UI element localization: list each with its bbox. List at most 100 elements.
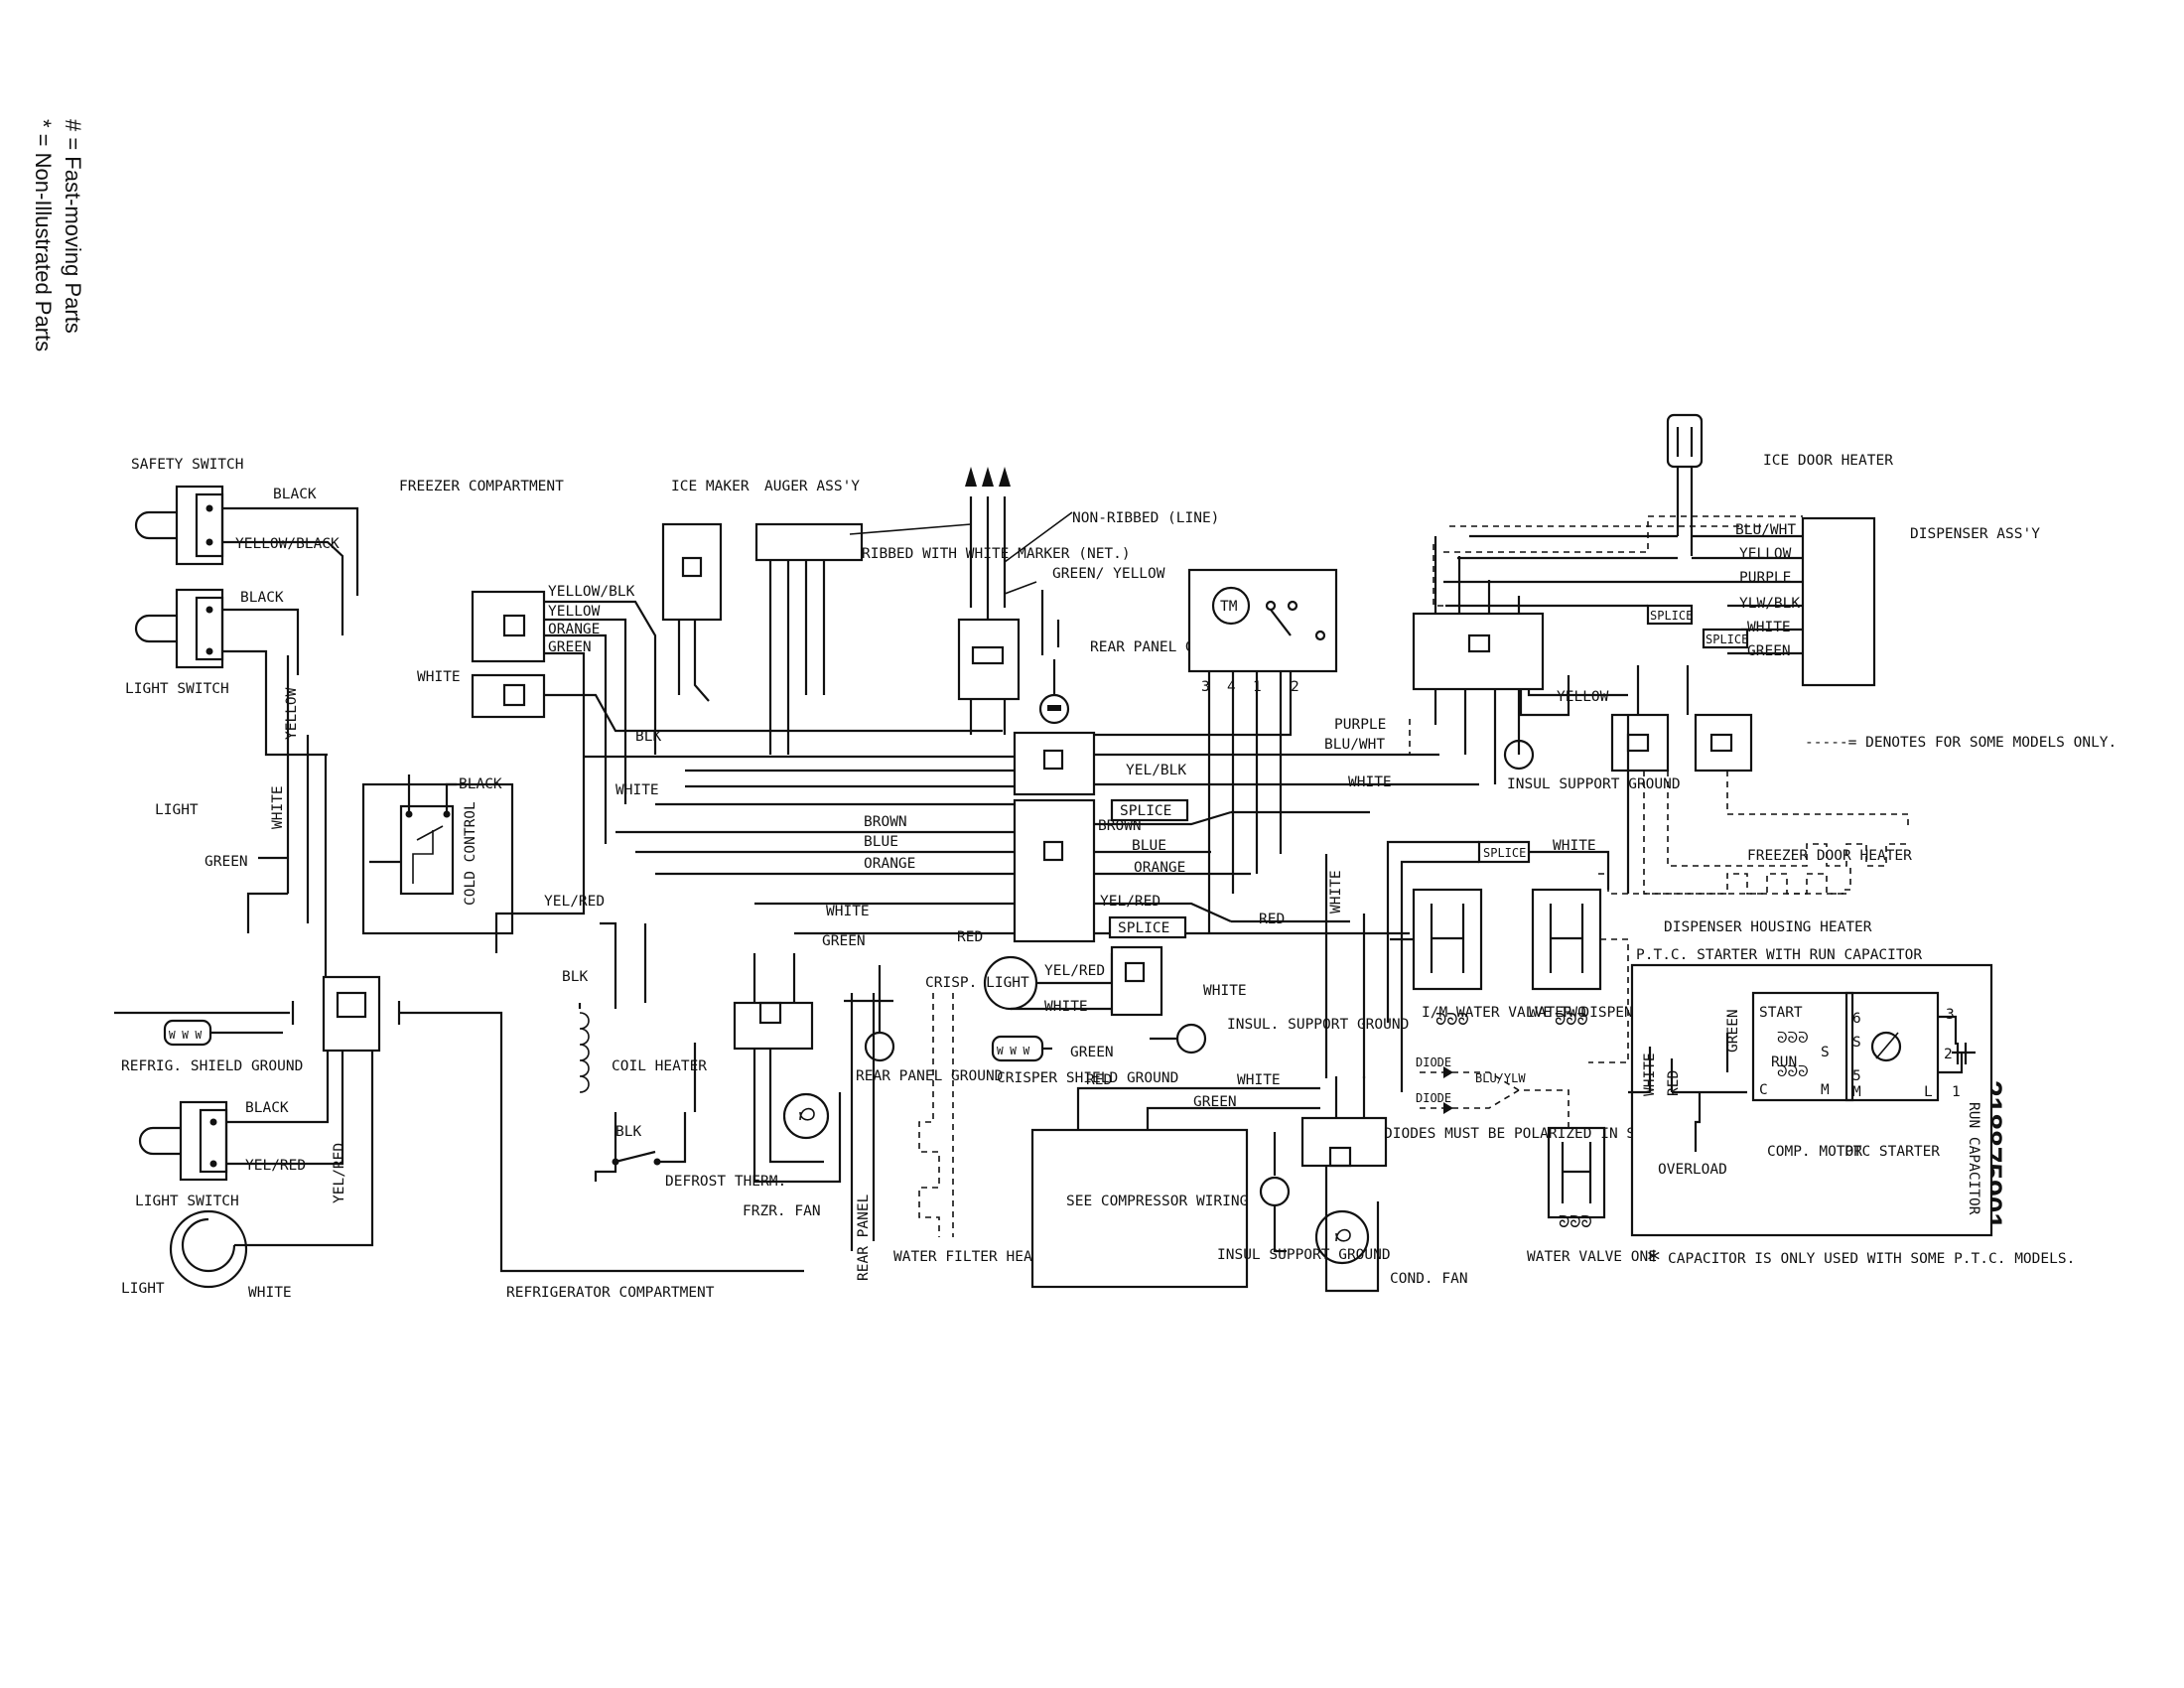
left-wiring — [222, 506, 374, 1247]
legend-non-illustrated: * = Non-Illustrated Parts — [31, 119, 56, 352]
freezer-plug — [471, 590, 1003, 953]
condenser-fan — [1300, 854, 1388, 1293]
label-brown-2: BROWN — [1098, 818, 1142, 834]
label-green-yellow: GREEN/ YELLOW — [1052, 566, 1165, 582]
dispenser-wiring — [1443, 515, 1803, 735]
ptc-starter-panel: ᘐᘐᘐ ᘐᘐᘐ — [1628, 963, 1993, 1237]
label-see-compressor-wiring: SEE COMPRESSOR WIRING — [1066, 1194, 1248, 1209]
label-s-2: S — [1852, 1035, 1861, 1051]
label-l: L — [1924, 1084, 1933, 1100]
label-overload: OVERLOAD — [1658, 1162, 1727, 1178]
rear-panel — [844, 965, 895, 1251]
svg-text:ᘐᘐᘐ: ᘐᘐᘐ — [1435, 1010, 1469, 1029]
label-diode-1: DIODE — [1416, 1055, 1451, 1069]
label-timer-pin-4: 4 — [1227, 679, 1236, 695]
label-light-1: LIGHT — [155, 802, 199, 818]
label-yellow-vertical: YELLOW — [284, 687, 300, 740]
label-pin-5: 5 — [1852, 1068, 1861, 1084]
splice-2 — [1108, 915, 1187, 939]
left-connector — [114, 975, 804, 1273]
label-coil-heater: COIL HEATER — [612, 1058, 707, 1074]
label-m-1: M — [1821, 1082, 1830, 1098]
label-tm: TM — [1220, 599, 1238, 615]
label-refrig-shield-ground-1: REFRIG. SHIELD GROUND — [121, 1058, 303, 1074]
label-blk-1: BLK — [635, 729, 661, 745]
label-im-water-valve-two: I/M WATER VALVE TWO — [1422, 1005, 1586, 1021]
label-water-valve-one: WATER VALVE ONE — [1527, 1249, 1657, 1265]
label-blk-2: BLK — [562, 969, 588, 985]
label-black-3: BLACK — [459, 776, 502, 792]
compressor-box — [1030, 1086, 1320, 1289]
label-ptc-starter: PTC STARTER — [1844, 1144, 1940, 1160]
label-timer-pin-2: 2 — [1291, 679, 1299, 695]
label-cond-fan: COND. FAN — [1390, 1271, 1468, 1287]
label-yel-red-4: YEL/RED — [1044, 963, 1105, 979]
label-ptc-title: P.T.C. STARTER WITH RUN CAPACITOR — [1636, 947, 1922, 963]
label-dispenser-assy: DISPENSER ASS'Y — [1910, 526, 2040, 542]
label-rear-panel: REAR PANEL — [856, 1194, 872, 1281]
label-white-1: WHITE — [417, 669, 461, 685]
label-ribbed: RIBBED WITH WHITE MARKER (NET.) — [862, 546, 1131, 562]
svg-text:ᘐᘐᘐ: ᘐᘐᘐ — [1777, 1029, 1809, 1047]
label-pin-2: 2 — [1944, 1047, 1953, 1062]
ice-maker — [661, 522, 723, 702]
label-crisper-shield-ground: CRISPER SHIELD GROUND — [997, 1070, 1178, 1086]
label-yellow-3: YELLOW — [1557, 689, 1609, 705]
label-crisp-light: CRISP. LIGHT — [925, 975, 1029, 991]
refrig-shield-ground: W W W — [163, 1019, 283, 1047]
label-white-v2: WHITE — [1328, 870, 1344, 914]
svg-text:ᘐᘐᘐ: ᘐᘐᘐ — [1777, 1062, 1809, 1080]
defrost-timer — [1187, 568, 1338, 933]
label-start: START — [1759, 1005, 1803, 1021]
option-wiring-2 — [1433, 544, 1445, 607]
label-pin-6: 6 — [1852, 1011, 1861, 1027]
label-pin-1: 1 — [1952, 1084, 1961, 1100]
label-m-2: M — [1852, 1084, 1861, 1100]
center-bus — [584, 576, 1479, 935]
label-defrost-therm: DEFROST THERM. — [665, 1174, 786, 1190]
label-white-vertical-1: WHITE — [270, 785, 286, 829]
auger-assy — [754, 522, 864, 755]
label-diode-2: DIODE — [1416, 1091, 1451, 1105]
label-s-1: S — [1821, 1045, 1830, 1060]
label-rear-panel-ground-2: REAR PANEL GROUND — [856, 1068, 1003, 1084]
label-yel-red-3: YEL/RED — [1100, 894, 1160, 910]
label-pin-3: 3 — [1946, 1007, 1955, 1023]
water-filter-heater — [918, 993, 954, 1237]
label-green-6: GREEN — [1747, 643, 1791, 659]
label-orange-1: ORANGE — [548, 622, 600, 637]
label-splice-4: SPLICE — [1650, 609, 1693, 623]
label-yel-blk-1: YEL/BLK — [1126, 763, 1186, 778]
label-blu-wht-2: BLU/WHT — [1735, 522, 1796, 538]
label-white-8: WHITE — [1553, 838, 1596, 854]
splice-5 — [1702, 628, 1749, 649]
label-water-filter-heater: WATER FILTER HEATER — [893, 1249, 1058, 1265]
label-green-1: GREEN — [205, 854, 248, 870]
label-comp-motor: COMP. MOTOR — [1767, 1144, 1862, 1160]
label-yellow-4: YELLOW — [1739, 546, 1792, 562]
label-light-switch-bottom: LIGHT SWITCH — [135, 1194, 239, 1209]
label-purple-2: PURPLE — [1739, 570, 1791, 586]
center-connectors — [1013, 731, 1096, 943]
label-yel-red-1: YEL/RED — [544, 894, 605, 910]
label-blue-2: BLUE — [1132, 838, 1166, 854]
label-ice-maker: ICE MAKER — [671, 479, 750, 494]
svg-text:ᘐᘐᘐ: ᘐᘐᘐ — [1555, 1010, 1588, 1029]
label-black-2: BLACK — [240, 590, 284, 606]
legend: # = Fast-moving Parts * = Non-Illustrate… — [31, 119, 85, 352]
insul-support-ground-lower — [1259, 1132, 1291, 1253]
label-white-ptc: WHITE — [1642, 1053, 1658, 1096]
label-green-2: GREEN — [548, 639, 592, 655]
label-light-bottom: LIGHT — [121, 1281, 165, 1297]
ice-door-heater — [1666, 413, 1704, 556]
freezer-fan — [733, 953, 842, 1184]
option-wiring — [1409, 719, 1439, 756]
safety-switch — [134, 485, 224, 566]
label-non-ribbed: NON-RIBBED (LINE) — [1072, 510, 1219, 526]
label-black-1: BLACK — [273, 487, 317, 502]
crisper-light — [983, 945, 1163, 1017]
coil-heater — [578, 921, 697, 1182]
label-yel-red-vertical: YEL/RED — [332, 1143, 347, 1203]
label-splice-2: SPLICE — [1118, 920, 1169, 936]
water-valve-one: ᘐᘐᘐ — [1547, 1126, 1606, 1231]
